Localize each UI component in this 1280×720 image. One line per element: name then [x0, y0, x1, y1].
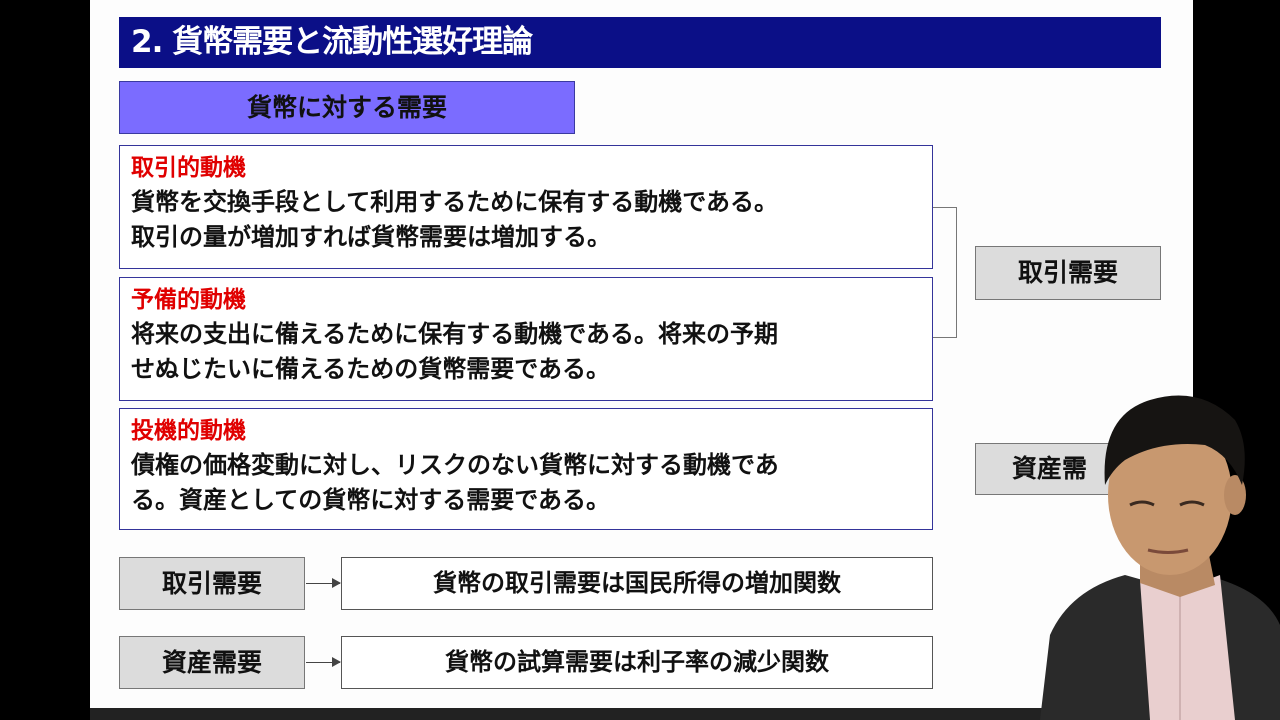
arrow-icon [306, 657, 341, 667]
motive-box-precautionary: 予備的動機 将来の支出に備えるために保有する動機である。将来の予期 せぬじたいに… [119, 277, 933, 401]
motive-line: せぬじたいに備えるための貨幣需要である。 [131, 355, 611, 383]
slide: 2. 貨幣需要と流動性選好理論 貨幣に対する需要 取引的動機 貨幣を交換手段とし… [90, 0, 1193, 720]
motive-line: 貨幣を交換手段として利用するために保有する動機である。 [131, 188, 779, 216]
motive-title: 予備的動機 [131, 287, 246, 313]
motive-box-speculative: 投機的動機 債権の価格変動に対し、リスクのない貨幣に対する動機であ る。資産とし… [119, 408, 933, 530]
slide-title: 2. 貨幣需要と流動性選好理論 [119, 17, 1161, 68]
motive-box-transaction: 取引的動機 貨幣を交換手段として利用するために保有する動機である。 取引の量が増… [119, 145, 933, 269]
motive-line: 債権の価格変動に対し、リスクのない貨幣に対する動機であ [131, 451, 779, 479]
transaction-demand-label: 取引需要 [975, 246, 1161, 300]
relation-description-transaction: 貨幣の取引需要は国民所得の増加関数 [341, 557, 933, 610]
bottom-strip [90, 708, 1193, 720]
relation-label-transaction: 取引需要 [119, 557, 305, 610]
bracket-connector [933, 207, 957, 338]
motive-title: 取引的動機 [131, 155, 246, 181]
relation-label-asset: 資産需要 [119, 636, 305, 689]
motive-line: 将来の支出に備えるために保有する動機である。将来の予期 [131, 320, 779, 348]
motive-line: 取引の量が増加すれば貨幣需要は増加する。 [131, 223, 611, 251]
presenter-video [1040, 395, 1280, 720]
motive-line: る。資産としての貨幣に対する需要である。 [131, 486, 611, 514]
relation-description-asset: 貨幣の試算需要は利子率の減少関数 [341, 636, 933, 689]
section-header: 貨幣に対する需要 [119, 81, 575, 134]
motive-title: 投機的動機 [131, 418, 246, 444]
arrow-icon [306, 578, 341, 588]
